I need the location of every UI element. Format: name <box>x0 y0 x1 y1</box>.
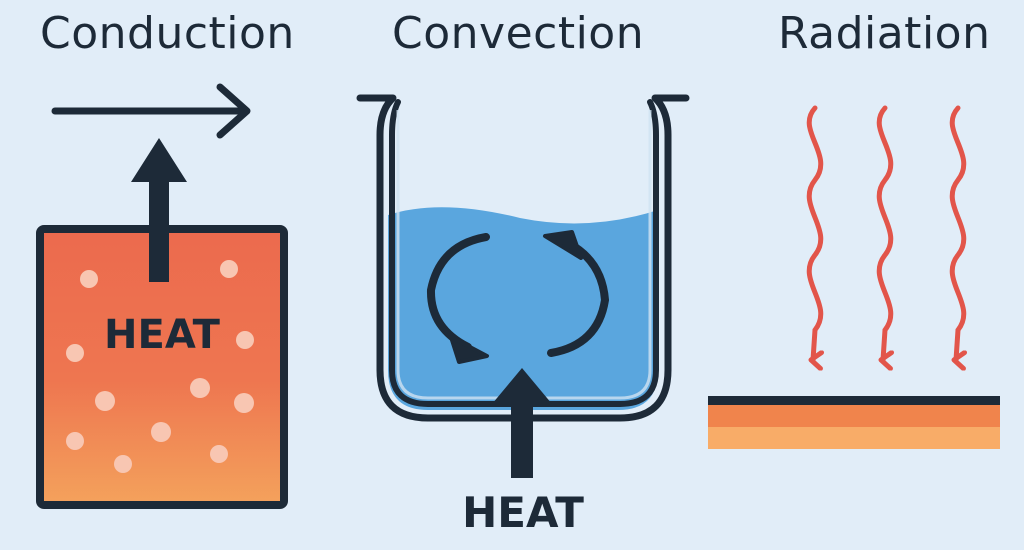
conduction-title: Conduction <box>40 8 295 59</box>
right-arrow-icon <box>51 83 251 139</box>
radiation-title: Radiation <box>778 8 991 59</box>
circular-arrows-icon <box>426 230 610 364</box>
wavy-arrow-icon <box>806 105 821 360</box>
conduction-panel <box>36 83 288 509</box>
heat-source-up-arrow-icon <box>492 368 552 478</box>
wavy-arrow-icon <box>876 105 891 360</box>
convection-panel <box>356 94 690 478</box>
wavy-arrow-icon <box>949 105 964 360</box>
receiving-surface <box>708 396 1000 449</box>
convection-title: Convection <box>392 8 645 59</box>
heat-source-label: HEAT <box>462 488 584 537</box>
block-heat-label: HEAT <box>104 312 220 358</box>
up-arrow-icon <box>131 138 187 282</box>
radiation-panel <box>708 105 1000 449</box>
heat-particles <box>66 260 254 473</box>
